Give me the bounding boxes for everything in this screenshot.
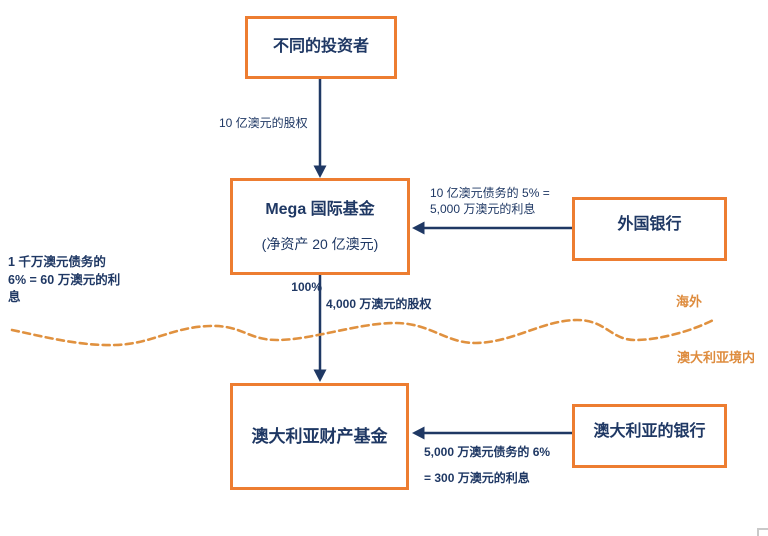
label-region-within-australia: 澳大利亚境内 [677, 350, 756, 365]
label-foreign-bank-interest-line1: 10 亿澳元债务的 5% = [430, 186, 550, 200]
node-australian-bank: 澳大利亚的银行 [572, 404, 727, 468]
node-different-investors-label: 不同的投资者 [272, 38, 369, 56]
label-foreign-bank-interest: 10 亿澳元债务的 5% = 5,000 万澳元的利息 [430, 185, 550, 217]
node-australian-property-fund: 澳大利亚财产基金 [230, 383, 409, 490]
label-region-overseas: 海外 [676, 294, 703, 309]
label-equity-mega-to-property: 4,000 万澳元的股权 [326, 297, 432, 311]
label-equity-investors-to-mega: 10 亿澳元的股权 [219, 116, 308, 130]
node-mega-fund-title: Mega 国际基金 [265, 200, 375, 218]
arrowhead-down-2 [313, 369, 327, 382]
label-australian-bank-interest-line1: 5,000 万澳元债务的 6% [424, 445, 551, 459]
label-left-debt-note-line2: 6% = 60 万澳元的利 [8, 272, 121, 287]
label-ownership-percent: 100% [291, 280, 322, 294]
node-mega-international-fund: Mega 国际基金 (净资产 20 亿澳元) [230, 178, 410, 275]
arrowhead-down-1 [313, 165, 327, 178]
arrowhead-left-2 [412, 426, 425, 440]
node-foreign-bank-label: 外国银行 [617, 215, 682, 233]
node-australian-property-fund-label: 澳大利亚财产基金 [251, 426, 388, 446]
node-different-investors: 不同的投资者 [245, 16, 397, 79]
label-left-debt-note-line1: 1 千万澳元债务的 [8, 255, 106, 269]
label-foreign-bank-interest-line2: 5,000 万澳元的利息 [430, 202, 536, 216]
corner-mark [757, 528, 768, 536]
arrowhead-left-1 [412, 221, 425, 235]
overseas-boundary-dashed-line [10, 317, 717, 347]
label-australian-bank-interest-line2: = 300 万澳元的利息 [424, 471, 530, 485]
label-left-debt-note: 1 千万澳元债务的 6% = 60 万澳元的利 息 [8, 254, 120, 307]
node-mega-fund-subtitle: (净资产 20 亿澳元) [261, 236, 379, 253]
node-foreign-bank: 外国银行 [572, 197, 727, 261]
label-left-debt-note-line3: 息 [8, 290, 21, 304]
node-australian-bank-label: 澳大利亚的银行 [593, 422, 706, 440]
